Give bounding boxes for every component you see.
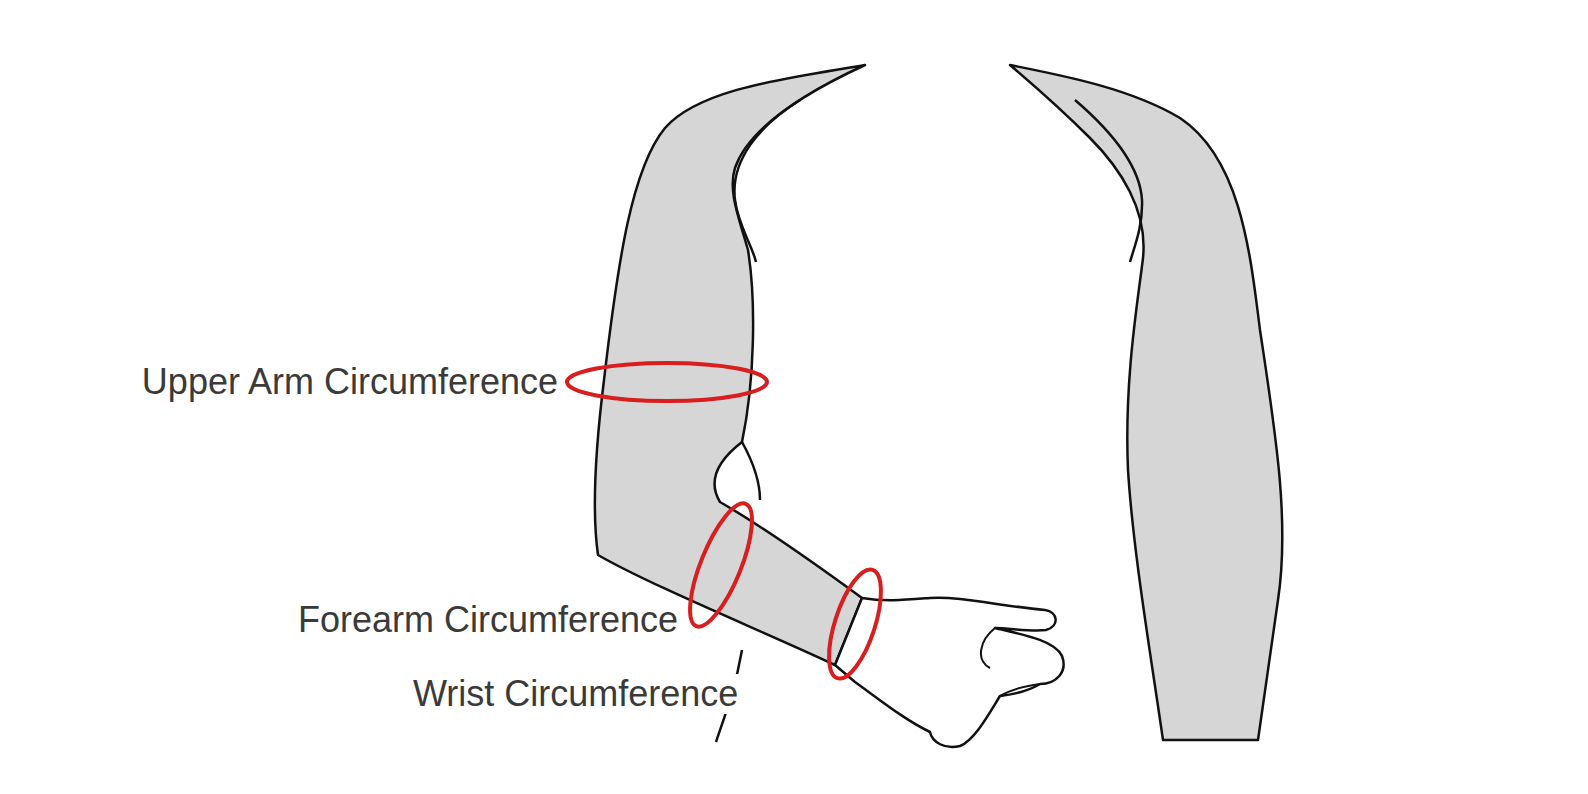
chest-line [734, 100, 800, 262]
hand [835, 598, 1064, 747]
torso-line [742, 442, 760, 500]
measurement-label: Forearm Circumference [296, 600, 680, 640]
forearm-ring [678, 496, 765, 633]
measurement-label: Wrist Circumference [411, 674, 740, 714]
upper-arm-ring [567, 363, 767, 401]
finger-line [981, 628, 1040, 696]
wrist-ring [818, 564, 891, 685]
chest-line [1075, 100, 1142, 262]
measurement-label: Upper Arm Circumference [140, 362, 560, 402]
right-arm [1010, 65, 1282, 740]
